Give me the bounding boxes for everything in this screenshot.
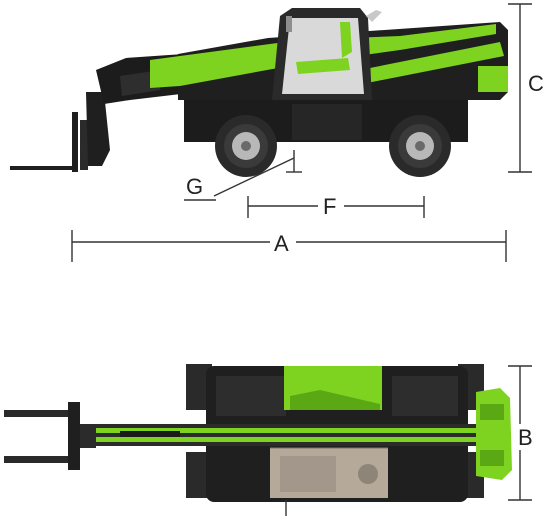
dimension-b-label: B [518, 425, 533, 450]
top-forks [4, 402, 96, 470]
side-rear-wheel [389, 115, 451, 177]
dimension-g: G [184, 157, 295, 201]
dimension-c-label: C [528, 71, 544, 96]
dimension-g-label: G [186, 174, 203, 199]
dimension-f: F [247, 194, 425, 219]
top-boom [96, 424, 504, 446]
dimension-b: B [508, 365, 540, 501]
dimension-a: A [71, 230, 507, 262]
side-view [10, 8, 508, 177]
side-carriage [86, 92, 110, 166]
side-front-wheel [215, 115, 277, 177]
dimension-a-label: A [274, 231, 289, 256]
top-view [4, 364, 512, 516]
side-rear-green-block [478, 66, 508, 92]
dimension-c: C [508, 3, 544, 173]
side-cab [272, 8, 382, 100]
dimension-f-label: F [323, 194, 336, 219]
side-forks [10, 112, 88, 172]
top-counterweight [476, 388, 512, 480]
